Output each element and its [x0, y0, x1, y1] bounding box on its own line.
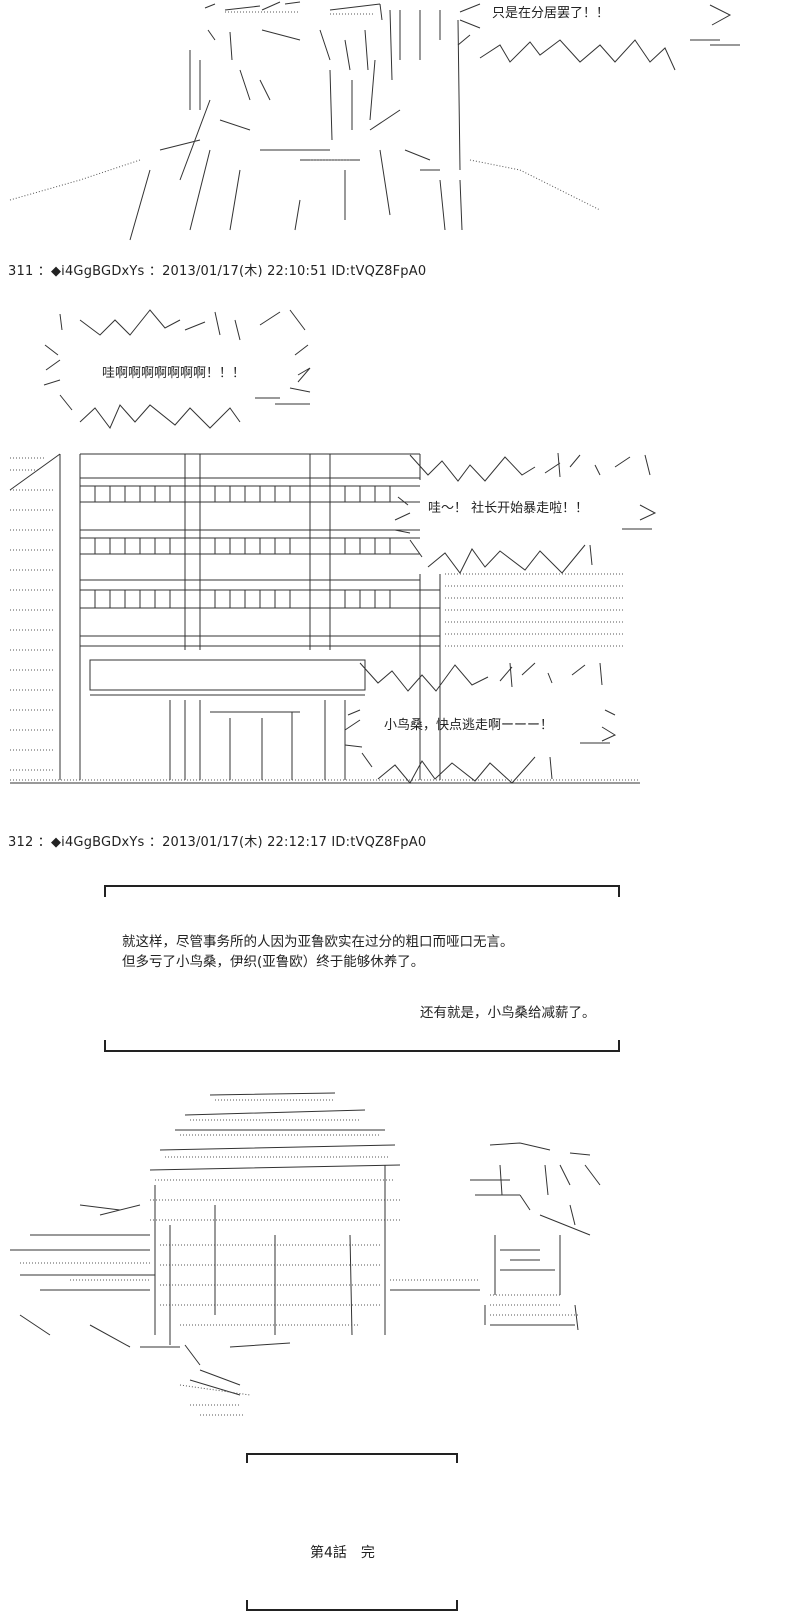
speech-bubble-scream: 哇啊啊啊啊啊啊啊！！！ — [40, 300, 320, 440]
speech-bubble-escape-border — [344, 662, 617, 784]
post-header-311: 311 ：◆i4GgBGDxYs ：2013/01/17(木) 22:10:51… — [8, 264, 427, 279]
speech-bubble-scream-border — [43, 309, 311, 429]
speech-bubble-top-border — [457, 3, 740, 71]
narration-bottom-left-tick — [104, 1040, 106, 1052]
ending-bottom-rule — [246, 1609, 458, 1611]
office-building-drawing — [9, 453, 640, 784]
aa-office-building — [0, 450, 640, 790]
speech-bubble-president-text: 哇～！ 社长开始暴走啦！！ — [428, 501, 589, 516]
ending-text: 第4話 完 — [310, 1545, 375, 1561]
narration-line-3: 还有就是，小鸟桑给减薪了。 — [420, 1005, 596, 1021]
ending-top-rule — [246, 1453, 458, 1455]
speech-bubble-escape-text: 小鸟桑，快点逃走啊ーーー！ — [384, 718, 554, 733]
narration-top-rule — [104, 885, 620, 887]
narration-bottom-rule — [104, 1050, 620, 1052]
speech-bubble-president-border — [394, 452, 657, 574]
ending-top-left-tick — [246, 1453, 248, 1463]
speech-bubble-escape: 小鸟桑，快点逃走啊ーーー！ — [340, 655, 630, 790]
post-header-312: 312 ：◆i4GgBGDxYs ：2013/01/17(木) 22:12:17… — [8, 835, 427, 850]
ending-bottom-right-tick — [456, 1600, 458, 1611]
aa-characters-bottom — [0, 1085, 800, 1430]
narration-bottom-right-tick — [618, 1040, 620, 1052]
ending-top-right-tick — [456, 1453, 458, 1463]
aa-figure-top — [0, 0, 800, 241]
narration-line-1: 就这样，尽管事务所的人因为亚鲁欧实在过分的粗口而哑口无言。 — [122, 934, 514, 950]
speech-bubble-top: 只是在分居罢了！！ — [450, 0, 750, 80]
narration-top-left-tick — [104, 885, 106, 897]
ending-bottom-left-tick — [246, 1600, 248, 1611]
aa-characters-bottom-drawing — [10, 1092, 601, 1416]
narration-top-right-tick — [618, 885, 620, 897]
speech-bubble-president: 哇～！ 社长开始暴走啦！！ — [390, 445, 670, 585]
speech-bubble-scream-text: 哇啊啊啊啊啊啊啊！！！ — [102, 366, 246, 381]
narration-line-2: 但多亏了小鸟桑，伊织(亚鲁欧）终于能够休养了。 — [122, 954, 425, 970]
speech-bubble-top-text: 只是在分居罢了！！ — [492, 6, 610, 21]
aa-figure-top-drawing — [9, 1, 601, 241]
